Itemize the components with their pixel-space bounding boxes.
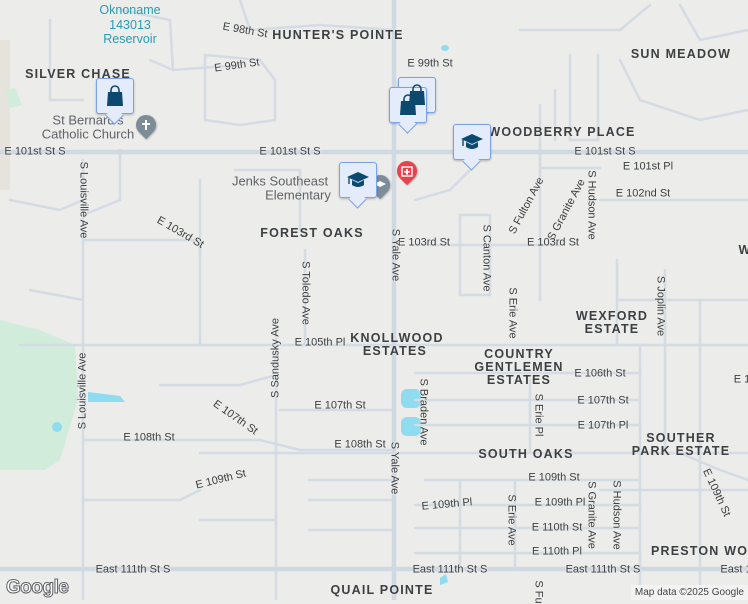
street-label: E 105th Pl <box>295 338 346 349</box>
street-label: E 1 <box>734 375 748 386</box>
street-label: S Hudson Ave <box>586 170 597 240</box>
neighborhood-label: ESTATES <box>487 374 551 387</box>
street-label: E 101st St S <box>259 147 320 158</box>
street-label: S Sandusky Ave <box>271 318 282 398</box>
hospital-icon <box>400 164 414 178</box>
street-label: S Toledo Ave <box>300 261 311 325</box>
street-label: S Louisville Ave <box>78 353 89 430</box>
water-label: Reservoir <box>103 33 157 46</box>
street-label: E 107th St <box>314 401 365 412</box>
street-label: E 103rd St <box>527 238 579 249</box>
neighborhood-label: ESTATE <box>585 323 640 336</box>
street-label: E 110th St <box>532 523 583 534</box>
street-label: E 106th St <box>574 369 625 380</box>
street-label: S Fu <box>533 580 544 603</box>
street-label: East 111th St S <box>413 565 488 576</box>
street-label: E 101st St S <box>4 147 65 158</box>
neighborhood-label: PRESTON WOO <box>651 545 748 558</box>
shopping-marker[interactable] <box>96 78 134 114</box>
street-label: E 110th Pl <box>532 547 582 558</box>
street-label: S Hudson Ave <box>611 480 622 550</box>
street-label: E 99th St <box>407 59 452 70</box>
school-marker[interactable] <box>453 124 491 160</box>
street-label: S Erie Ave <box>507 287 518 338</box>
street-label: S Granite Ave <box>586 481 597 549</box>
street-label: E 108th St <box>123 433 174 444</box>
graduation-cap-icon <box>346 168 370 192</box>
water-label: 143013 <box>109 19 151 32</box>
school-marker[interactable] <box>339 162 377 198</box>
street-label: S Yale Ave <box>390 229 401 282</box>
neighborhood-label: HUNTER'S POINTE <box>272 29 403 42</box>
street-label: E 101st Pl <box>623 162 673 173</box>
street-label: S Erie Pl <box>533 394 544 437</box>
water-label: Oknoname <box>99 4 160 17</box>
street-label: East 1 <box>720 565 748 576</box>
neighborhood-label: WEXFORD <box>576 310 648 323</box>
street-label: E 101st St S <box>574 147 635 158</box>
neighborhood-label: QUAIL POINTE <box>330 584 433 597</box>
street-label: S Yale Ave <box>389 442 400 495</box>
street-label: E 108th St <box>334 440 385 451</box>
neighborhood-label: FOREST OAKS <box>260 227 363 240</box>
graduation-cap-icon <box>460 130 484 154</box>
google-logo: Google <box>6 577 68 599</box>
street-label: E 107th Pl <box>578 421 629 432</box>
street-label: S Braden Ave <box>418 378 429 445</box>
neighborhood-label: COUNTRY <box>484 348 554 361</box>
poi-label[interactable]: Catholic Church <box>42 128 135 141</box>
neighborhood-label: SOUTH OAKS <box>478 448 573 461</box>
neighborhood-label: GENTLEMEN <box>474 361 563 374</box>
street-label: S Canton Ave <box>481 224 492 291</box>
street-label: S Erie Ave <box>506 494 517 545</box>
street-label: East 111th St S <box>566 565 641 576</box>
neighborhood-label: SOUTHER <box>646 432 716 445</box>
shopping-bag-icon <box>396 93 420 117</box>
street-label: E 107th St <box>577 396 628 407</box>
street-label: E 103rd St <box>398 238 450 249</box>
street-label: E 109th Pl <box>535 498 586 509</box>
poi-label[interactable]: Elementary <box>265 189 331 202</box>
neighborhood-label: WOODBERRY PLACE <box>488 126 635 139</box>
street-label: E 109th St <box>528 473 579 484</box>
cross-icon <box>139 118 153 132</box>
street-label: E 102nd St <box>616 189 670 200</box>
shopping-bag-icon <box>103 84 127 108</box>
neighborhood-label: SUN MEADOW <box>631 48 731 61</box>
street-label: East 111th St S <box>96 565 171 576</box>
neighborhood-label: W <box>739 244 748 257</box>
neighborhood-label: KNOLLWOOD <box>350 332 443 345</box>
neighborhood-label: ESTATES <box>363 345 427 358</box>
map-attribution[interactable]: Map data ©2025 Google <box>631 585 748 600</box>
street-label: S Joplin Ave <box>655 276 666 336</box>
neighborhood-label: PARK ESTATE <box>632 445 731 458</box>
street-label: S Louisville Ave <box>78 162 89 239</box>
poi-label[interactable]: Jenks Southeast <box>232 175 328 188</box>
